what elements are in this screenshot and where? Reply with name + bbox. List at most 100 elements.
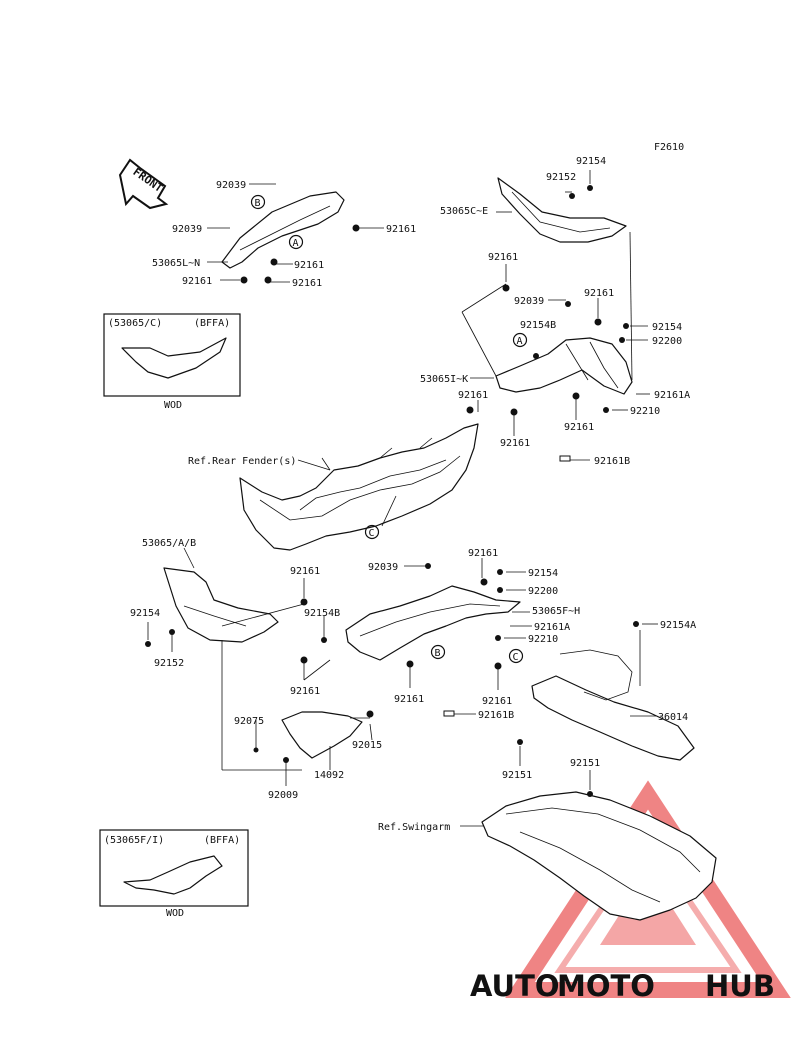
watermark-hub: HUB <box>705 969 775 1003</box>
bolt-92154-c <box>497 569 503 575</box>
grommet-92161-m <box>406 660 414 668</box>
side-cover-53065-A-B <box>163 567 279 643</box>
swingarm-ref <box>481 791 717 921</box>
watermark-moto: MOTO <box>557 969 655 1003</box>
label-92154B-a: 92154B <box>520 320 556 331</box>
label-14092: 14092 <box>314 770 344 781</box>
label-92009: 92009 <box>268 790 298 801</box>
bolt-92154B-a <box>533 353 539 359</box>
label-92161-d: 92161 <box>386 224 416 235</box>
label-92161-l: 92161 <box>290 686 320 697</box>
label-ref-rear-fender: Ref.Rear Fender(s) <box>188 456 296 467</box>
label-92161A-a: 92161A <box>654 390 690 401</box>
grommet-92161-j <box>300 598 308 606</box>
label-92161-j: 92161 <box>290 566 320 577</box>
inset-top-color: (BFFA) <box>194 318 230 329</box>
washer-92152-top <box>569 193 575 199</box>
callouts: B A A C B C <box>250 194 528 664</box>
label-92161B-b: 92161B <box>478 710 514 721</box>
label-53065F-H: 53065F~H <box>532 606 580 617</box>
label-36014: 36014 <box>658 712 688 723</box>
clip-92039-c <box>565 301 571 307</box>
inset-top-code: (53065/C) <box>108 318 162 329</box>
callout-a-1: A <box>293 238 299 249</box>
callout-b-2: B <box>435 648 441 659</box>
label-92161A-b: 92161A <box>534 622 570 633</box>
bolt-92154-b <box>623 323 629 329</box>
label-92039-a: 92039 <box>216 180 246 191</box>
callout-c-1: C <box>369 528 375 539</box>
label-92039-b: 92039 <box>172 224 202 235</box>
label-92039-c: 92039 <box>514 296 544 307</box>
side-cover-53065L-N <box>221 191 345 269</box>
bolt-92151-a <box>517 739 523 745</box>
label-92161-i: 92161 <box>500 438 530 449</box>
label-ref-swingarm: Ref.Swingarm <box>378 822 450 833</box>
label-92210-b: 92210 <box>528 634 558 645</box>
bolt-92154A <box>633 621 639 627</box>
label-92161-a: 92161 <box>294 260 324 271</box>
label-92161-g: 92161 <box>458 390 488 401</box>
grommet-92161-d <box>352 224 360 232</box>
label-92161-b: 92161 <box>182 276 212 287</box>
label-92154-d: 92154 <box>130 608 160 619</box>
label-92200-a: 92200 <box>652 336 682 347</box>
callout-c-2: C <box>513 652 519 663</box>
cover-14092 <box>281 711 363 759</box>
label-92015: 92015 <box>352 740 382 751</box>
label-92154A: 92154A <box>660 620 696 631</box>
bolt-92151-b <box>587 791 593 797</box>
nut-92210-b <box>495 635 501 641</box>
grommet-92161-c <box>240 276 248 284</box>
label-92161-e: 92161 <box>488 252 518 263</box>
label-92151-a: 92151 <box>502 770 532 781</box>
label-53065C-E: 53065C~E <box>440 206 488 217</box>
label-92154-c: 92154 <box>528 568 558 579</box>
label-92152-top: 92152 <box>546 172 576 183</box>
bolt-92154B-b <box>321 637 327 643</box>
label-92154B-b: 92154B <box>304 608 340 619</box>
inset-top: (53065/C) (BFFA) WOD <box>103 313 241 411</box>
watermark-text: AUTO MOTO HUB <box>470 969 775 1003</box>
rear-fender-ref <box>239 423 479 551</box>
clip-92039-d <box>425 563 431 569</box>
label-53065L-N: 53065L~N <box>152 258 200 269</box>
washer-92152-b <box>169 629 175 635</box>
label-92039-d: 92039 <box>368 562 398 573</box>
side-cover-53065C-E <box>497 177 627 243</box>
clip-92075 <box>253 747 259 753</box>
grommet-92161-l <box>300 656 308 664</box>
screw-92009 <box>283 757 289 763</box>
fasteners <box>145 185 639 797</box>
label-92075: 92075 <box>234 716 264 727</box>
label-92154-top: 92154 <box>576 156 606 167</box>
nut-92015 <box>366 710 374 718</box>
part-labels: 92154 92152 53065C~E 92039 92039 53065L~… <box>130 156 696 833</box>
chain-guard-36014 <box>531 675 695 761</box>
grommet-92161-f <box>594 318 602 326</box>
grommet-92161-a <box>270 258 278 266</box>
label-53065-A-B: 53065/A/B <box>142 538 196 549</box>
label-92161-n: 92161 <box>482 696 512 707</box>
callout-a-2: A <box>517 336 523 347</box>
grommet-92161-k <box>480 578 488 586</box>
label-92161-h: 92161 <box>564 422 594 433</box>
side-cover-53065F-H <box>345 585 521 661</box>
watermark-auto: AUTO <box>470 969 560 1003</box>
label-92154-b: 92154 <box>652 322 682 333</box>
bolt-92154-d <box>145 641 151 647</box>
label-92210-a: 92210 <box>630 406 660 417</box>
inset-bottom: (53065F/I) (BFFA) WOD <box>99 829 249 919</box>
nut-92210-a <box>603 407 609 413</box>
bolt-92154-top <box>587 185 593 191</box>
label-92152-b: 92152 <box>154 658 184 669</box>
inset-bottom-caption: WOD <box>166 908 184 919</box>
clip-92161B-a <box>559 455 571 462</box>
inset-top-caption: WOD <box>164 400 182 411</box>
collar-92200-b <box>497 587 503 593</box>
leader-lines <box>147 170 658 827</box>
label-92161B-a: 92161B <box>594 456 630 467</box>
side-cover-53065I-K <box>495 337 633 395</box>
label-53065I-K: 53065I~K <box>420 374 468 385</box>
